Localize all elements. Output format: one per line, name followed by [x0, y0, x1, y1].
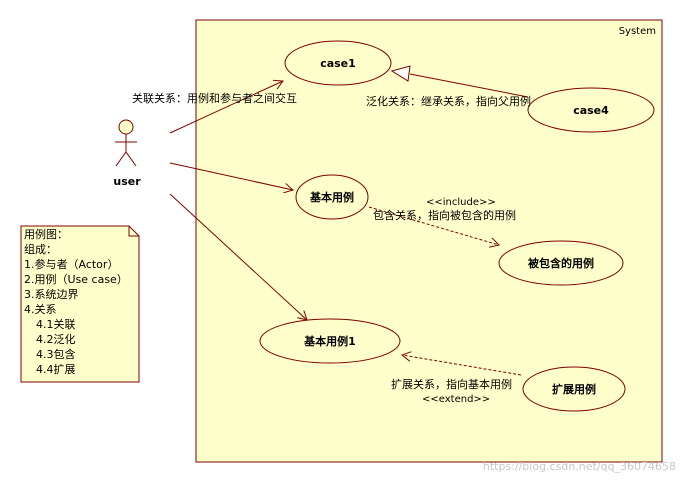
use-case-basic-label: 基本用例	[309, 190, 354, 204]
note-line: 4.2泛化	[36, 332, 76, 346]
association-line-basic[interactable]	[169, 162, 293, 190]
generalization-arrowhead	[390, 65, 411, 82]
use-case-basic1[interactable]: 基本用例1	[259, 318, 401, 364]
actor-head	[118, 119, 134, 135]
actor-right-leg	[125, 151, 137, 167]
note-line: 2.用例（Use case）	[24, 272, 128, 286]
use-case-case4-label: case4	[573, 104, 609, 117]
extend-note: 扩展关系，指向基本用例	[391, 377, 512, 391]
use-case-case1-label: case1	[320, 57, 356, 70]
use-case-included[interactable]: 被包含的用例	[498, 240, 624, 286]
note-line: 组成：	[24, 242, 57, 256]
association-line-basic1[interactable]	[169, 193, 307, 320]
include-line[interactable]	[368, 206, 499, 245]
extend-stereotype: <<extend>>	[422, 394, 490, 405]
use-case-extend-label: 扩展用例	[552, 382, 596, 396]
use-case-basic[interactable]: 基本用例	[295, 174, 369, 220]
watermark: https://blog.csdn.net/qq_36074658	[483, 460, 676, 473]
actor-name: user	[113, 175, 141, 188]
use-case-included-label: 被包含的用例	[528, 256, 594, 270]
association-note: 关联关系：用例和参与者之间交互	[132, 91, 297, 105]
use-case-extend[interactable]: 扩展用例	[522, 366, 626, 412]
extend-line[interactable]	[402, 355, 522, 376]
use-case-basic1-label: 基本用例1	[303, 334, 356, 348]
note-line: 4.关系	[24, 302, 57, 316]
legend-note[interactable]: 用例图： 组成： 1.参与者（Actor） 2.用例（Use case） 3.系…	[20, 225, 140, 383]
note-line: 4.4扩展	[36, 362, 76, 376]
use-case-case4[interactable]: case4	[527, 87, 655, 133]
note-line: 1.参与者（Actor）	[24, 257, 118, 271]
generalization-note: 泛化关系：继承关系，指向父用例	[366, 94, 531, 108]
note-line: 3.系统边界	[24, 288, 79, 301]
include-stereotype: <<include>>	[426, 197, 496, 208]
note-line: 用例图：	[24, 227, 68, 241]
note-line: 4.1关联	[36, 317, 76, 331]
system-label: System	[619, 26, 656, 37]
actor-user[interactable]: user	[113, 119, 141, 188]
note-line: 4.3包含	[36, 347, 76, 361]
use-case-case1[interactable]: case1	[284, 40, 392, 86]
generalization-line[interactable]	[409, 73, 529, 98]
actor-left-leg	[115, 151, 127, 167]
association-line-case1[interactable]	[169, 81, 283, 134]
include-note: 包含关系，指向被包含的用例	[373, 208, 516, 222]
